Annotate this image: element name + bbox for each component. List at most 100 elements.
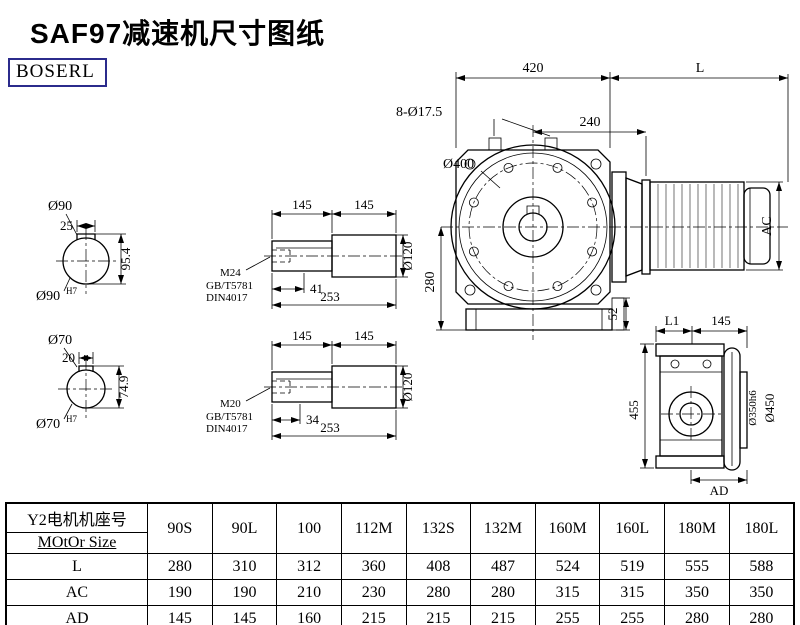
value-cell: 255 [534,605,601,625]
size-cell: 90L [211,502,278,554]
table-row-L: L 280 310 312 360 408 487 524 519 555 58… [5,553,795,580]
size-cell: 90S [147,502,213,554]
size-cell: 180M [664,502,730,554]
value-cell: 524 [534,553,601,580]
value-cell: 312 [276,553,342,580]
flange-dia-label: Ø400 [443,157,474,172]
dim-145b-top: 145 [354,197,374,212]
value-cell: 145 [211,605,278,625]
spigot-dia-label: Ø350h6 [747,390,759,426]
dim-95-4: 95.4 [118,247,133,270]
table-row-AC: AC 190 190 210 230 280 280 315 315 350 3… [5,579,795,606]
value-cell: 315 [599,579,666,606]
row-label-cell: L [5,553,148,580]
dim-253-top: 253 [320,289,340,304]
dim-52: 52 [605,308,620,321]
technical-drawing: 420 L 240 8-Ø17.5 Ø400 280 52 [36,61,789,498]
std1-label-bottom: GB/T5781 [206,411,253,423]
frame-size-label-en: MOtOr Size [37,534,117,551]
thread-label-bottom: M20 [220,398,241,410]
value-cell: 408 [405,553,472,580]
dim-20: 20 [62,350,75,365]
value-cell: 280 [470,579,536,606]
value-cell: 160 [276,605,342,625]
value-cell: 255 [599,605,666,625]
dim-AD: AD [710,483,729,498]
table-row-AD: AD 145 145 160 215 215 215 255 255 280 2… [5,605,795,625]
dim-L: L [696,61,705,76]
value-cell: 190 [211,579,278,606]
value-cell: 280 [728,605,795,625]
front-view: 420 L 240 8-Ø17.5 Ø400 280 52 [396,61,789,340]
size-cell: 132M [470,502,536,554]
size-cell: 180L [728,502,795,554]
dim-253-bottom: 253 [320,420,340,435]
boserl-logo: BOSERL [8,58,107,87]
bore70-fit-label: Ø70 [36,417,60,432]
value-cell: 315 [534,579,601,606]
flange-dia-label-side: Ø450 [762,394,777,423]
value-cell: 519 [599,553,666,580]
value-cell: 588 [728,553,795,580]
thread-label-top: M24 [220,267,241,279]
dim-120-bottom: Ø120 [400,373,415,402]
value-cell: 230 [340,579,407,606]
dim-L1: L1 [665,313,679,328]
motor [611,171,771,283]
dim-145b-bottom: 145 [354,328,374,343]
std1-label-top: GB/T5781 [206,280,253,292]
bore70-fit-tol: H7 [66,414,77,424]
std2-label-bottom: DIN4017 [206,423,248,435]
value-cell: 210 [276,579,342,606]
bolt-holes-label: 8-Ø17.5 [396,105,442,120]
frame-size-header-cell: Y2电机机座号 MOtOr Size [5,502,148,554]
dim-455: 455 [626,400,641,420]
value-cell: 350 [664,579,730,606]
dim-420: 420 [523,61,544,76]
value-cell: 555 [664,553,730,580]
size-cell: 160L [599,502,666,554]
value-cell: 487 [470,553,536,580]
dim-41: 41 [310,281,323,296]
bore90-dia-label: Ø90 [48,199,72,214]
bore90-fit-label: Ø90 [36,289,60,304]
bore-section-70: Ø70 20 74.9 Ø70 H7 [36,333,131,432]
value-cell: 215 [470,605,536,625]
value-cell: 280 [147,553,213,580]
dim-145a-bottom: 145 [292,328,312,343]
dim-120-top: Ø120 [400,242,415,271]
dim-34: 34 [306,412,320,427]
size-cell: 160M [534,502,601,554]
value-cell: 190 [147,579,213,606]
dim-145a-top: 145 [292,197,312,212]
dim-25: 25 [60,218,73,233]
value-cell: 280 [664,605,730,625]
value-cell: 280 [405,579,472,606]
dim-AC: AC [760,216,775,235]
page-title: SAF97减速机尺寸图纸 [30,18,326,49]
value-cell: 215 [405,605,472,625]
bore70-dia-label: Ø70 [48,333,72,348]
dim-74-9: 74.9 [116,376,131,399]
dimension-table: Y2电机机座号 MOtOr Size 90S 90L 100 112M 132S… [5,502,795,625]
table-header-row: Y2电机机座号 MOtOr Size 90S 90L 100 112M 132S… [5,502,795,554]
std2-label-top: DIN4017 [206,292,248,304]
dim-280: 280 [423,272,438,293]
value-cell: 310 [211,553,278,580]
row-label-cell: AD [5,605,148,625]
size-cell: 112M [340,502,407,554]
dim-145-side: 145 [711,313,731,328]
fan-cover [743,187,771,265]
size-cell: 100 [276,502,342,554]
value-cell: 215 [340,605,407,625]
bore-section-90: Ø90 25 95.4 Ø90 H7 [36,199,133,304]
shaft-drawing-top: 145 145 Ø120 M24 GB/T5781 DIN4017 41 253 [206,197,415,309]
side-view: 455 Ø350h6 Ø450 L1 145 AD [626,313,777,498]
value-cell: 145 [147,605,213,625]
shaft-drawing-bottom: 145 145 Ø120 M20 GB/T5781 DIN4017 34 253 [206,328,415,440]
frame-size-label-cn: Y2电机机座号 [7,504,147,533]
dim-240: 240 [580,115,601,130]
row-label-cell: AC [5,579,148,606]
size-cell: 132S [405,502,472,554]
